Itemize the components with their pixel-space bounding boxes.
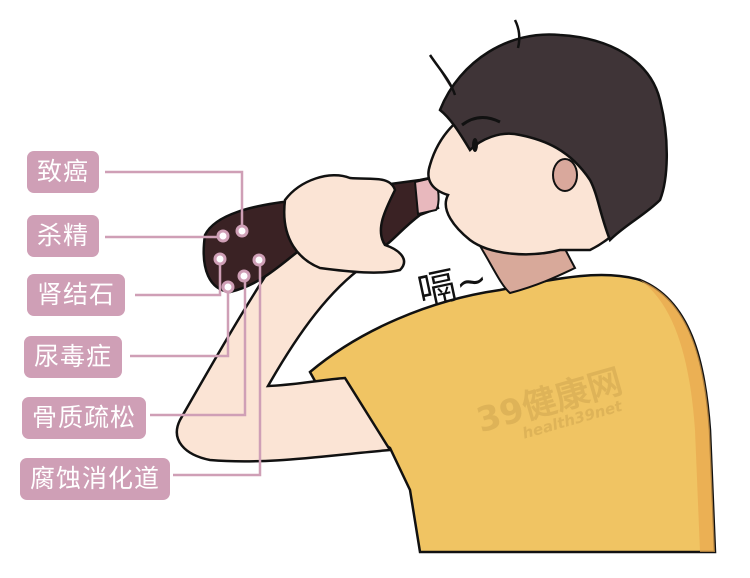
- hand: [282, 173, 406, 274]
- label-kidney-stone: 肾结石: [27, 274, 126, 316]
- label-cancer: 致癌: [27, 151, 100, 193]
- head: [427, 19, 669, 256]
- shirt: [308, 273, 717, 554]
- label-uremia: 尿毒症: [24, 336, 123, 378]
- label-digestive: 腐蚀消化道: [20, 458, 171, 500]
- label-sperm: 杀精: [27, 215, 100, 257]
- label-osteoporosis: 骨质疏松: [22, 397, 147, 439]
- connector-dots: [213, 224, 266, 294]
